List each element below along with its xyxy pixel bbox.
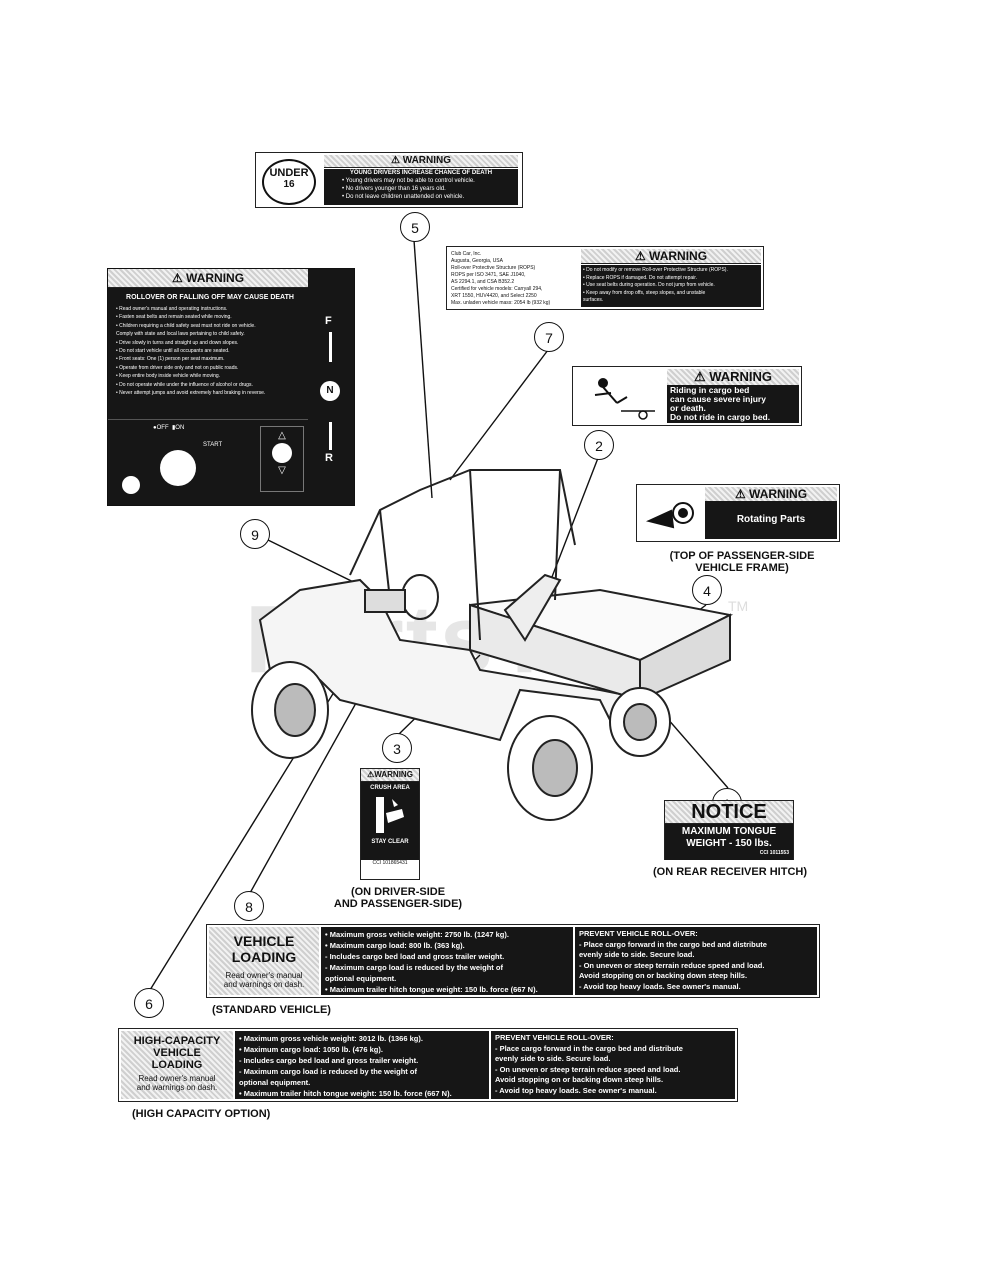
warning-triangle-icon: ⚠: [693, 369, 706, 384]
hc-title2: VEHICLE: [153, 1047, 201, 1059]
hc-mid: • Maximum gross vehicle weight: 3012 lb.…: [235, 1031, 489, 1099]
reverse-arrow-icon: [329, 422, 332, 450]
callout-8: 8: [234, 891, 264, 921]
key-off-icon: ●: [153, 425, 157, 431]
rotating-header: ⚠ WARNING: [705, 487, 837, 502]
label-rollover: ⚠ WARNING ROLLOVER OR FALLING OFF MAY CA…: [107, 268, 355, 506]
crush-area-label: CRUSH AREA: [370, 785, 410, 791]
start-label: START: [203, 442, 223, 448]
rotating-parts-icon: [643, 491, 703, 537]
triangle-down-icon: ▽: [278, 465, 286, 476]
leader-7: [449, 349, 549, 481]
rollover-header: ⚠ WARNING: [108, 269, 308, 288]
crush-body: CRUSH AREA STAY CLEAR: [361, 782, 419, 860]
cargo-riding-header: ⚠ WARNING: [667, 369, 799, 386]
callout-3: 3: [382, 733, 412, 763]
stay-clear-label: STAY CLEAR: [371, 839, 409, 845]
forward-arrow-icon: [329, 332, 332, 362]
under16-lines: • Young drivers may not be able to contr…: [342, 178, 475, 200]
hc-title1: HIGH-CAPACITY: [133, 1035, 221, 1047]
hc-title-block: HIGH-CAPACITY VEHICLE LOADING Read owner…: [121, 1031, 233, 1099]
callout-9: 9: [240, 519, 270, 549]
rops-header: ⚠ WARNING: [581, 249, 761, 264]
hc-sub2: and warnings on dash.: [136, 1083, 218, 1092]
reverse-label: R: [325, 452, 333, 464]
vehicle-wheels: [251, 661, 671, 821]
label-rotating: ⚠ WARNING Rotating Parts: [636, 484, 840, 542]
vl-sub1: Read owner's manual: [225, 971, 303, 980]
direction-strip: F N R: [312, 277, 352, 487]
hc-right: PREVENT VEHICLE ROLL-OVER: - Place cargo…: [491, 1031, 735, 1099]
under16-badge-top: UNDER: [269, 167, 309, 179]
vl-title2: LOADING: [231, 949, 297, 965]
callout-2: 2: [584, 430, 614, 460]
notice-code: CCI 1011553: [759, 850, 789, 856]
rollover-title: ROLLOVER OR FALLING OFF MAY CAUSE DEATH: [126, 294, 294, 301]
label-notice: NOTICE MAXIMUM TONGUE WEIGHT - 150 lbs. …: [664, 800, 794, 860]
rider-icon: [581, 373, 661, 421]
under16-header: ⚠ WARNING: [324, 155, 518, 168]
leader-1: [659, 709, 729, 789]
hc-title3: LOADING: [151, 1059, 203, 1071]
notice-body: MAXIMUM TONGUE WEIGHT - 150 lbs. CCI 101…: [665, 824, 793, 860]
vl-title1: VEHICLE: [233, 933, 295, 949]
small-dot-icon: [122, 476, 140, 494]
rops-left: Club Car, Inc. Augusta, Georgia, USA Rol…: [451, 251, 551, 306]
label-crush: ⚠WARNING CRUSH AREA STAY CLEAR CCI 10186…: [360, 768, 420, 880]
under16-badge: UNDER 16: [262, 159, 316, 205]
callout-7: 7: [534, 322, 564, 352]
vehicle-outline: [258, 469, 734, 742]
forward-label: F: [325, 315, 332, 327]
rotating-caption: (TOP OF PASSENGER-SIDE VEHICLE FRAME): [669, 550, 815, 574]
neutral-circle: N: [320, 381, 340, 401]
crush-caption: (ON DRIVER-SIDE AND PASSENGER-SIDE): [333, 886, 463, 910]
key-on-icon: ▮: [171, 425, 176, 431]
vl-mid: • Maximum gross vehicle weight: 2750 lb.…: [321, 927, 573, 995]
warning-triangle-icon: ⚠: [734, 487, 746, 501]
standard-caption: (STANDARD VEHICLE): [212, 1004, 331, 1016]
label-under16: UNDER 16 ⚠ WARNING YOUNG DRIVERS INCREAS…: [255, 152, 523, 208]
vl-right: PREVENT VEHICLE ROLL-OVER: - Place cargo…: [575, 927, 817, 995]
leader-5: [413, 239, 433, 499]
vl-title-block: VEHICLE LOADING Read owner's manual and …: [209, 927, 319, 995]
pedal-box: △ ▽: [260, 426, 304, 492]
notice-caption: (ON REAR RECEIVER HITCH): [652, 866, 807, 878]
callout-4: 4: [692, 575, 722, 605]
notice-header: NOTICE: [665, 801, 793, 824]
rotating-body: Rotating Parts: [705, 501, 837, 539]
crush-code: CCI 101865431: [372, 860, 408, 866]
label-cargo-riding: ⚠ WARNING Riding in cargo bed can cause …: [572, 366, 802, 426]
crush-header: ⚠WARNING: [361, 769, 419, 782]
label-vehicle-loading: VEHICLE LOADING Read owner's manual and …: [206, 924, 820, 998]
off-on-labels: ●OFF ▮ON: [153, 425, 185, 431]
rops-right: • Do not modify or remove Roll-over Prot…: [581, 265, 761, 307]
hc-caption: (HIGH CAPACITY OPTION): [132, 1108, 271, 1120]
hand-crush-icon: [372, 795, 408, 835]
triangle-up-icon: △: [278, 430, 286, 441]
key-switch-icon: [160, 450, 196, 486]
rollover-lines: • Read owner's manual and operating inst…: [116, 306, 266, 397]
callout-6: 6: [134, 988, 164, 1018]
warning-triangle-icon: ⚠: [634, 249, 646, 263]
key-switch-area: ●OFF ▮ON START △ ▽: [108, 419, 308, 506]
pedal-circle-icon: [272, 443, 292, 463]
under16-badge-num: 16: [283, 179, 295, 190]
label-hc-loading: HIGH-CAPACITY VEHICLE LOADING Read owner…: [118, 1028, 738, 1102]
trademark: TM: [728, 598, 749, 614]
under16-body: YOUNG DRIVERS INCREASE CHANCE OF DEATH •…: [324, 169, 518, 205]
label-rops: Club Car, Inc. Augusta, Georgia, USA Rol…: [446, 246, 764, 310]
callout-5: 5: [400, 212, 430, 242]
warning-triangle-icon: ⚠: [367, 770, 375, 779]
hc-sub1: Read owner's manual: [138, 1074, 216, 1083]
vl-sub2: and warnings on dash.: [223, 980, 305, 989]
under16-title: YOUNG DRIVERS INCREASE CHANCE OF DEATH: [349, 170, 493, 176]
warning-triangle-icon: ⚠: [171, 271, 183, 285]
cargo-riding-body: Riding in cargo bed can cause severe inj…: [667, 385, 799, 423]
warning-triangle-icon: ⚠: [390, 155, 400, 166]
